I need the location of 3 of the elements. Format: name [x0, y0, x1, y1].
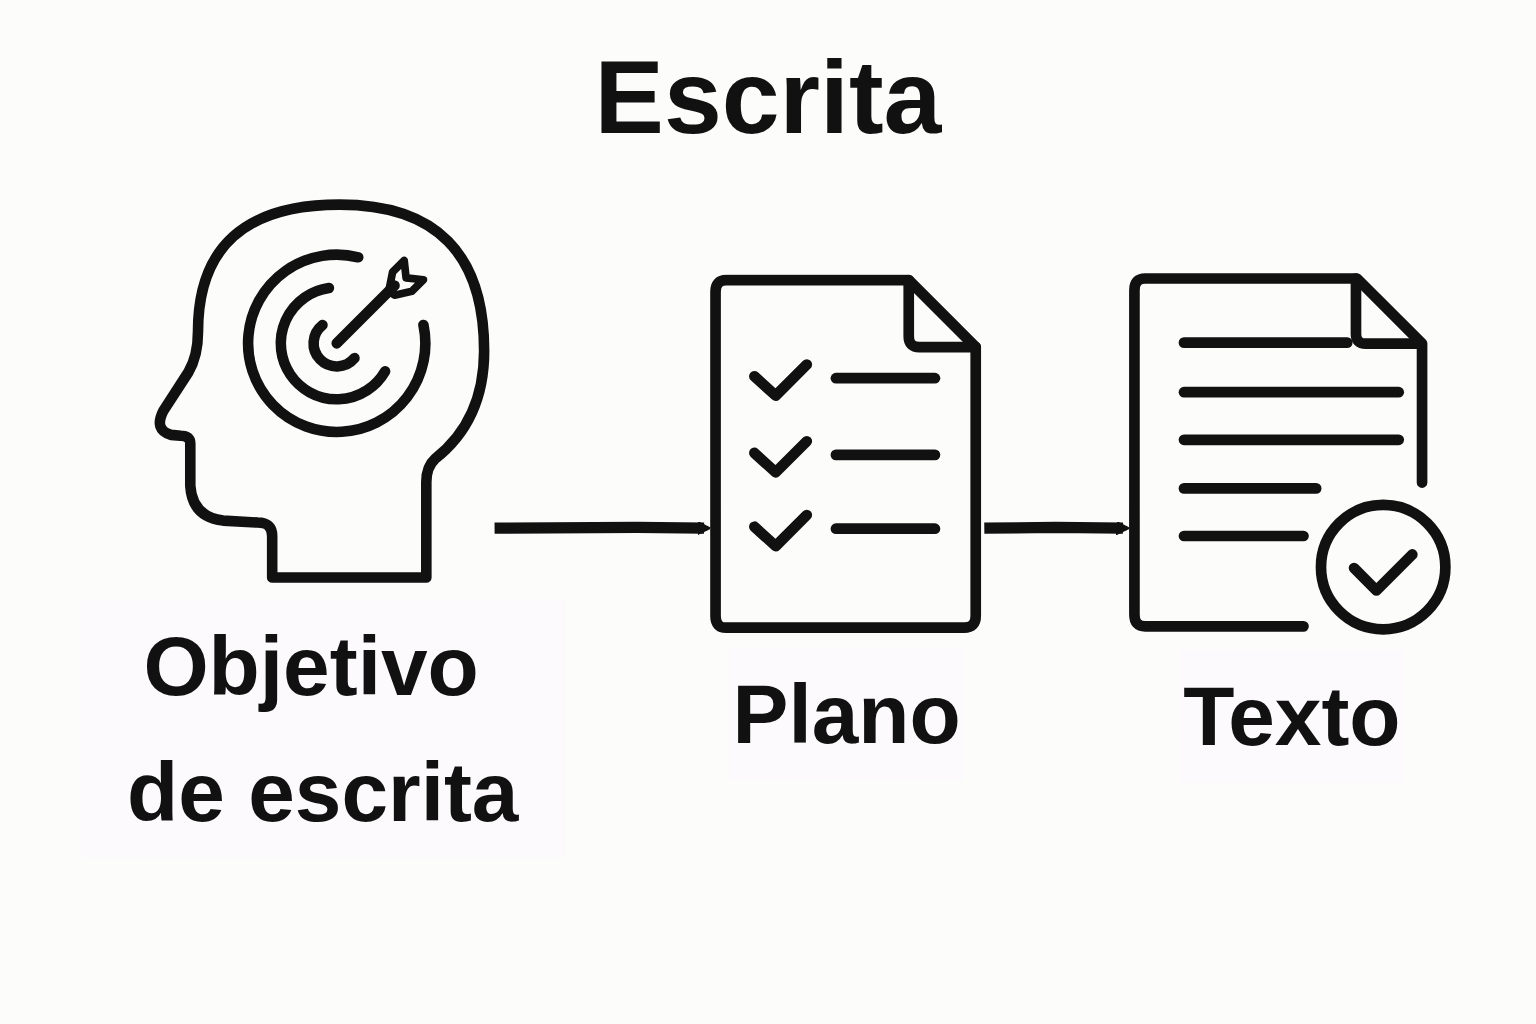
title: Escrita — [594, 40, 942, 155]
flow-diagram: Objetivo de escrita Plano Texto — [68, 184, 1468, 872]
arrow — [494, 521, 712, 536]
